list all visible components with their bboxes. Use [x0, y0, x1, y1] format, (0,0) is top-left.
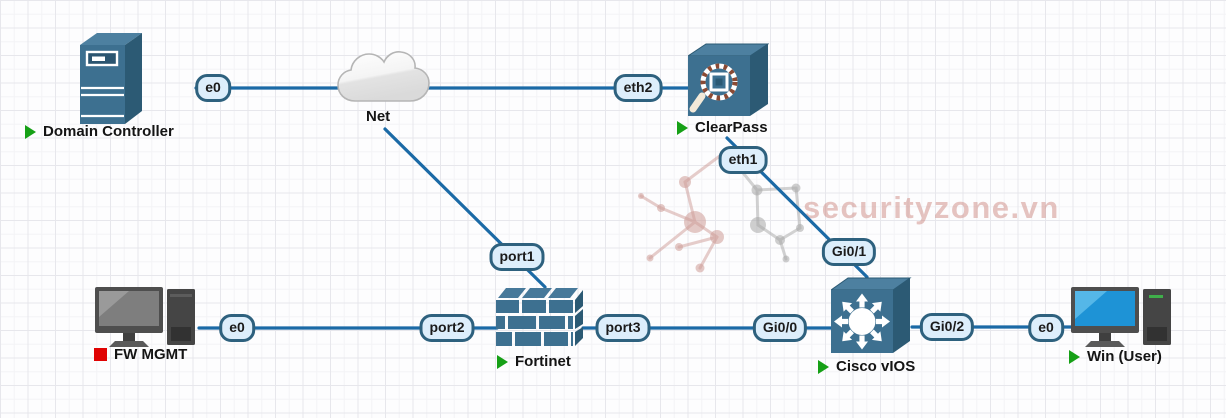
firewall-icon: [496, 288, 583, 346]
port-label-port1[interactable]: port1: [489, 243, 545, 271]
port-label-gi0-1[interactable]: Gi0/1: [821, 238, 877, 266]
node-label-fw-mgmt[interactable]: FW MGMT: [94, 346, 187, 363]
cloud-icon: [337, 51, 430, 102]
port-label-fwmgmt-e0[interactable]: e0: [219, 314, 255, 342]
node-clearpass[interactable]: [686, 41, 770, 122]
router-icon: [829, 277, 912, 353]
server-icon: [80, 33, 142, 124]
port-label-dc-e0[interactable]: e0: [195, 74, 231, 102]
port-label-win-e0[interactable]: e0: [1028, 314, 1064, 342]
watermark-text: securityzone.vn: [803, 190, 1060, 225]
node-fortinet[interactable]: [494, 282, 586, 355]
pc-icon: [95, 287, 195, 347]
port-label-eth2[interactable]: eth2: [613, 74, 663, 102]
node-label-cisco-vios[interactable]: Cisco vIOS: [818, 358, 915, 375]
node-label-text: Net: [366, 108, 391, 125]
stopped-status-icon: [94, 348, 107, 361]
node-domain-controller[interactable]: [80, 31, 143, 130]
securityzone-logo-graphic: [638, 150, 804, 273]
node-label-net[interactable]: Net: [366, 108, 390, 125]
running-status-icon: [25, 124, 36, 139]
node-label-text: ClearPass: [695, 119, 768, 136]
node-cisco-vios[interactable]: [829, 275, 912, 360]
node-label-domain-controller[interactable]: Domain Controller: [25, 123, 174, 140]
node-label-text: Win (User): [1087, 348, 1162, 365]
node-label-text: FW MGMT: [114, 346, 188, 363]
node-label-win-user[interactable]: Win (User): [1069, 348, 1162, 365]
node-label-text: Cisco vIOS: [836, 358, 916, 375]
pc-icon: [1071, 287, 1171, 347]
port-label-port3[interactable]: port3: [595, 314, 651, 342]
running-status-icon: [818, 359, 829, 374]
running-status-icon: [497, 354, 508, 369]
node-fw-mgmt[interactable]: [95, 287, 197, 353]
port-label-gi0-0[interactable]: Gi0/0: [752, 314, 808, 342]
port-label-eth1[interactable]: eth1: [718, 146, 768, 174]
port-label-port2[interactable]: port2: [419, 314, 475, 342]
node-label-fortinet[interactable]: Fortinet: [497, 353, 571, 370]
port-label-gi0-2[interactable]: Gi0/2: [919, 313, 975, 341]
running-status-icon: [677, 120, 688, 135]
node-label-text: Fortinet: [515, 353, 571, 370]
node-label-text: Domain Controller: [43, 123, 174, 140]
node-win-user[interactable]: [1071, 287, 1173, 353]
running-status-icon: [1069, 349, 1080, 364]
node-net[interactable]: [336, 49, 431, 110]
clearpass-icon: [686, 43, 770, 116]
node-label-clearpass[interactable]: ClearPass: [677, 119, 768, 136]
